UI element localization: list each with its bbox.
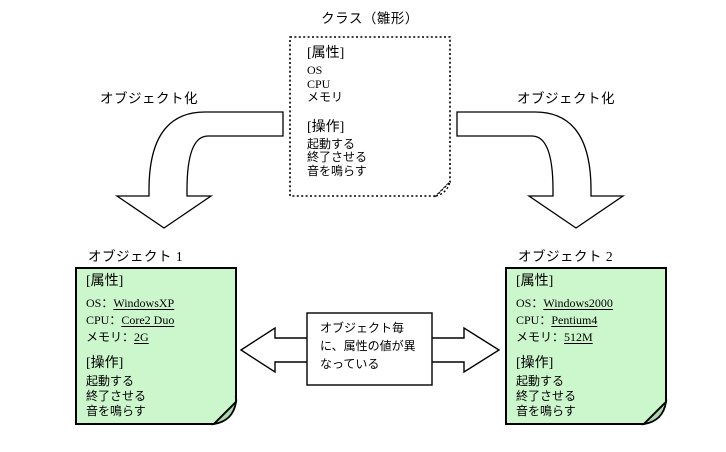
attr-row: メモリ：512M	[516, 329, 660, 346]
object1-note-content: [属性] OS：WindowsXP CPU：Core2 Duo メモリ：2G […	[86, 272, 230, 419]
class-attr-item: OS	[307, 63, 323, 77]
object1-ops-header: [操作]	[86, 356, 124, 371]
instantiate-label-right: オブジェクト化	[517, 91, 615, 106]
attr-row: CPU：Core2 Duo	[86, 312, 230, 329]
class-ops-header: [操作]	[307, 119, 345, 135]
op-item: 終了させる	[86, 389, 147, 403]
class-note-content: [属性] OS CPU メモリ [操作] 起動する 終了させる 音を鳴らす	[307, 44, 437, 178]
attr-row: メモリ：2G	[86, 329, 230, 346]
difference-note-box	[306, 312, 433, 386]
op-item: 起動する	[516, 374, 565, 388]
attr-label: OS：	[86, 296, 114, 310]
note-line: なっている	[320, 357, 380, 371]
object2-ops-header: [操作]	[516, 356, 554, 371]
attr-label: メモリ：	[516, 330, 565, 344]
object1-title: オブジェクト 1	[88, 249, 184, 264]
class-note-fold-corner-icon	[433, 179, 452, 198]
attr-value: 512M	[564, 330, 593, 344]
object1-attr-header: [属性]	[86, 274, 124, 289]
class-note-shape	[289, 36, 451, 197]
op-item: 音を鳴らす	[516, 404, 576, 418]
class-op-item: 音を鳴らす	[307, 163, 367, 178]
attr-label: CPU：	[516, 313, 552, 327]
class-title: クラス（雛形）	[321, 11, 419, 26]
attr-value: 2G	[134, 330, 149, 344]
op-item: 終了させる	[516, 389, 577, 403]
class-op-item: 起動する	[307, 136, 356, 151]
instantiate-arrow-right-icon	[456, 111, 626, 229]
note-line: に、属性の値が異	[320, 339, 416, 353]
object2-title: オブジェクト 2	[518, 249, 614, 264]
class-attr-item: メモリ	[307, 90, 344, 104]
note-line: オブジェクト毎	[320, 321, 405, 335]
attr-label: メモリ：	[86, 330, 135, 344]
object1-fold-corner-icon	[211, 399, 238, 426]
attr-value: Pentium4	[551, 313, 598, 327]
attr-label: CPU：	[86, 313, 122, 327]
class-op-item: 終了させる	[307, 150, 368, 164]
instantiate-label-left: オブジェクト化	[100, 91, 198, 106]
class-attr-item: CPU	[307, 76, 331, 91]
attr-value: Windows2000	[543, 296, 613, 310]
object2-fold-corner-icon	[641, 399, 668, 426]
instantiate-arrow-left-icon	[114, 111, 284, 229]
attr-row: CPU：Pentium4	[516, 312, 660, 329]
attr-row: OS：WindowsXP	[86, 295, 230, 312]
object2-attr-header: [属性]	[516, 274, 554, 289]
op-item: 起動する	[86, 374, 135, 388]
attr-row: OS：Windows2000	[516, 295, 660, 312]
attr-value: Core2 Duo	[121, 313, 175, 327]
object2-note-content: [属性] OS：Windows2000 CPU：Pentium4 メモリ：512…	[516, 272, 660, 419]
attr-label: OS：	[516, 296, 544, 310]
difference-note-text: オブジェクト毎 に、属性の値が異 なっている	[320, 319, 426, 373]
attr-value: WindowsXP	[113, 296, 175, 310]
class-attr-header: [属性]	[307, 46, 345, 61]
op-item: 音を鳴らす	[86, 404, 146, 418]
